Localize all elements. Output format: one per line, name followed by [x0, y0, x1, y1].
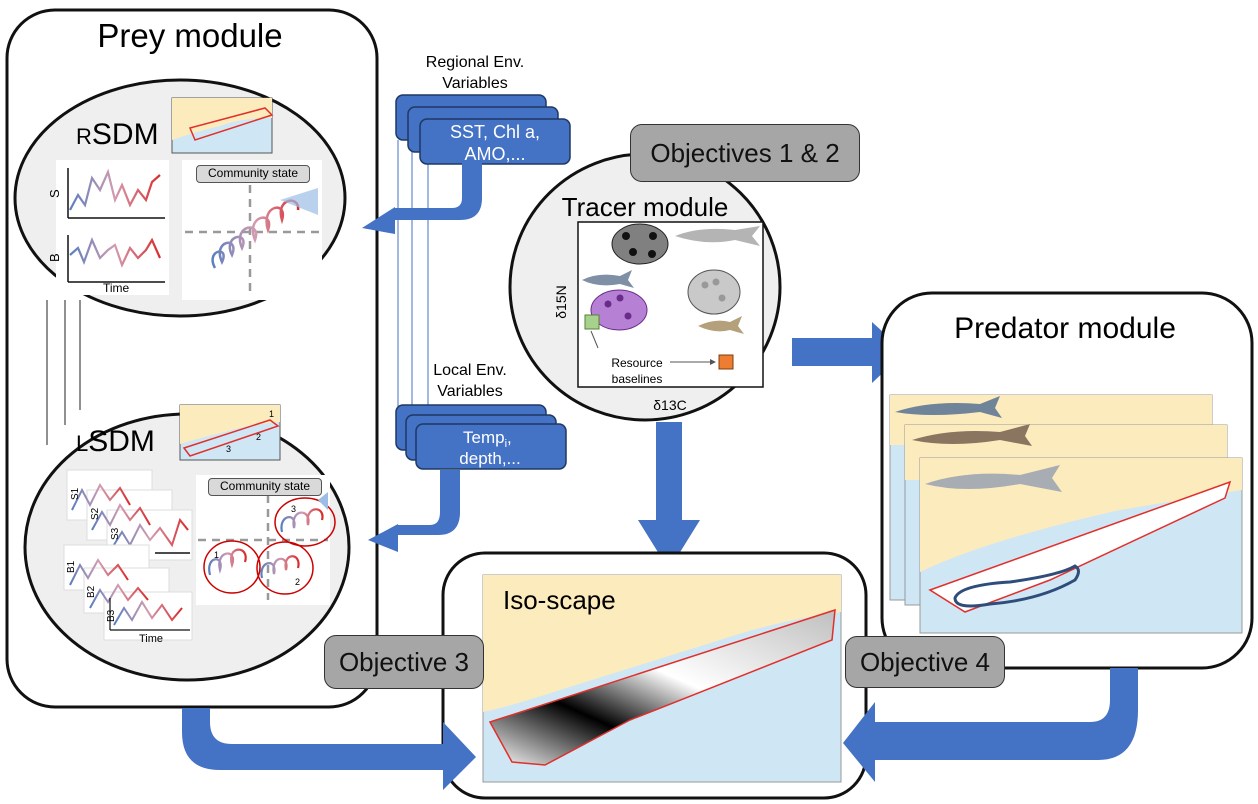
env-vertical-lines [397, 140, 429, 450]
rsdm-map-thumbnail [171, 97, 274, 154]
objective-4-box: Objective 4 [845, 636, 1005, 688]
rsdm-community-envelope [280, 188, 318, 215]
lsdm-cluster-3: 3 [291, 504, 296, 514]
rsdm-axis-s: S [47, 189, 62, 198]
rsdm-axis-time: Time [103, 281, 130, 295]
lsdm-cluster-1: 1 [214, 550, 219, 560]
lsdm-community-clusters [203, 492, 336, 595]
tracer-module-title: Tracer module [562, 192, 729, 222]
tracer-biplot-groups [584, 223, 741, 370]
rsdm-title: RSDM [76, 118, 159, 151]
regional-env-title-1: Regional Env. [426, 54, 524, 71]
lsdm-community-state-tag: Community state [208, 478, 322, 496]
lsdm-map-region-2: 2 [256, 432, 261, 442]
lsdm-community-axes [198, 495, 328, 600]
regional-env-card-line2: AMO,... [464, 144, 525, 164]
objectives-1-2-box: Objectives 1 & 2 [630, 124, 860, 182]
rsdm-timeseries-panel [56, 160, 169, 295]
regional-env-card-stack [395, 94, 571, 165]
rsdm-timeseries-lines [67, 168, 165, 283]
lsdm-label-b1: B1 [66, 560, 77, 573]
rsdm-community-trajectory [211, 199, 300, 269]
arrow-tracer-to-isoscape [638, 422, 700, 570]
predator-map-stack [889, 394, 1243, 634]
lsdm-label-s3: S3 [110, 527, 121, 540]
lsdm-label-b2: B2 [86, 585, 97, 598]
lsdm-map-region-1: 1 [269, 409, 274, 419]
lsdm-title: LSDM [76, 425, 155, 458]
regional-env-title-2: Variables [442, 75, 508, 92]
tracer-fish-icons [582, 226, 760, 334]
arrow-regional-to-rsdm [362, 162, 482, 234]
isoscape-title: Iso-scape [503, 585, 616, 615]
local-env-title-2: Variables [437, 383, 503, 400]
local-env-card-stack [395, 404, 567, 470]
predator-module-title: Predator module [954, 312, 1176, 345]
objective-3-box: Objective 3 [324, 635, 484, 689]
lsdm-map-region-3: 3 [226, 444, 231, 454]
rsdm-community-axes [185, 185, 320, 295]
regional-env-card-line1: SST, Chl a, [450, 122, 540, 142]
local-env-card-line2: depth,... [459, 449, 520, 468]
arrow-predator-to-isoscape [843, 668, 1138, 782]
lsdm-stacked-series [63, 469, 193, 641]
tracer-baseline-2: baselines [612, 372, 663, 386]
lsdm-label-s1: S1 [70, 487, 81, 500]
local-env-card-line1: Tempi, [463, 428, 512, 450]
arrow-local-to-lsdm [368, 470, 460, 552]
prey-module-title: Prey module [97, 17, 282, 54]
tracer-y-axis: δ15N [553, 285, 569, 318]
lsdm-map-thumbnail [179, 404, 281, 461]
lsdm-axis-time: Time [139, 633, 163, 645]
local-env-title-1: Local Env. [433, 362, 507, 379]
tracer-baseline-1: Resource [611, 356, 663, 370]
lsdm-label-s2: S2 [90, 507, 101, 520]
lsdm-label-b3: B3 [106, 609, 117, 622]
lsdm-cluster-2: 2 [295, 577, 300, 587]
arrow-prey-to-isoscape [182, 708, 476, 790]
prey-connector-lines [46, 300, 81, 445]
rsdm-axis-b: B [47, 253, 62, 262]
arrow-tracer-to-predator [792, 322, 905, 383]
tracer-x-axis: δ13C [653, 397, 686, 413]
rsdm-community-state-tag: Community state [196, 165, 310, 183]
